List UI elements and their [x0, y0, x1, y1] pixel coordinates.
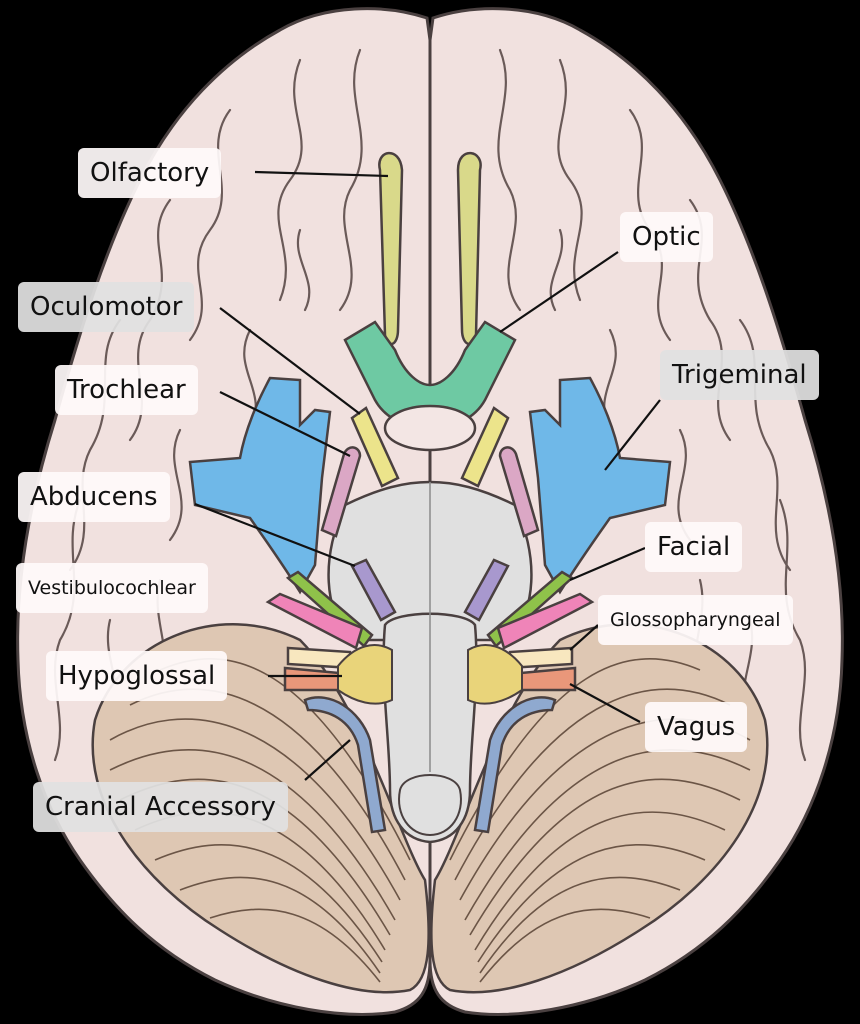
label-cranial-accessory: Cranial Accessory — [33, 782, 288, 832]
optic-chiasm — [343, 320, 517, 430]
hypoglossal-nerves — [337, 644, 523, 705]
olfactory-nerves — [378, 151, 482, 346]
leader-facial — [569, 546, 646, 582]
vestibulocochlear-nerves — [265, 592, 595, 650]
leader-oculomotor — [219, 307, 361, 415]
label-glossopharyngeal: Glossopharyngeal — [598, 595, 793, 645]
label-vestibulocochlear: Vestibulocochlear — [16, 563, 208, 613]
pituitary-stalk — [383, 404, 477, 452]
label-trigeminal: Trigeminal — [660, 350, 819, 400]
label-trochlear: Trochlear — [55, 365, 198, 415]
accessory-nerves — [303, 696, 557, 834]
leader-cranial-accessory — [304, 739, 351, 781]
leader-lines — [194, 170, 661, 781]
spinal-cord-section — [398, 774, 462, 837]
leader-optic — [499, 251, 619, 333]
leader-vagus — [569, 683, 641, 723]
abducens-nerves — [350, 558, 510, 622]
trigeminal-nerves — [188, 376, 672, 595]
olfactory-right — [456, 151, 482, 346]
label-optic: Optic — [620, 212, 713, 262]
leader-olfactory — [254, 170, 389, 178]
label-facial: Facial — [645, 522, 743, 572]
leader-glossopharyngeal — [569, 624, 599, 651]
trochlear-nerves — [320, 446, 540, 538]
leader-trochlear — [219, 391, 351, 457]
cerebellum-folia — [109, 658, 751, 983]
oculomotor-nerves — [350, 406, 510, 488]
label-abducens: Abducens — [18, 472, 170, 522]
leader-abducens — [194, 502, 356, 568]
label-olfactory: Olfactory — [78, 148, 222, 198]
leader-trigeminal — [604, 399, 661, 471]
label-vagus: Vagus — [645, 702, 748, 752]
label-hypoglossal: Hypoglossal — [46, 651, 228, 701]
label-oculomotor: Oculomotor — [18, 282, 195, 332]
